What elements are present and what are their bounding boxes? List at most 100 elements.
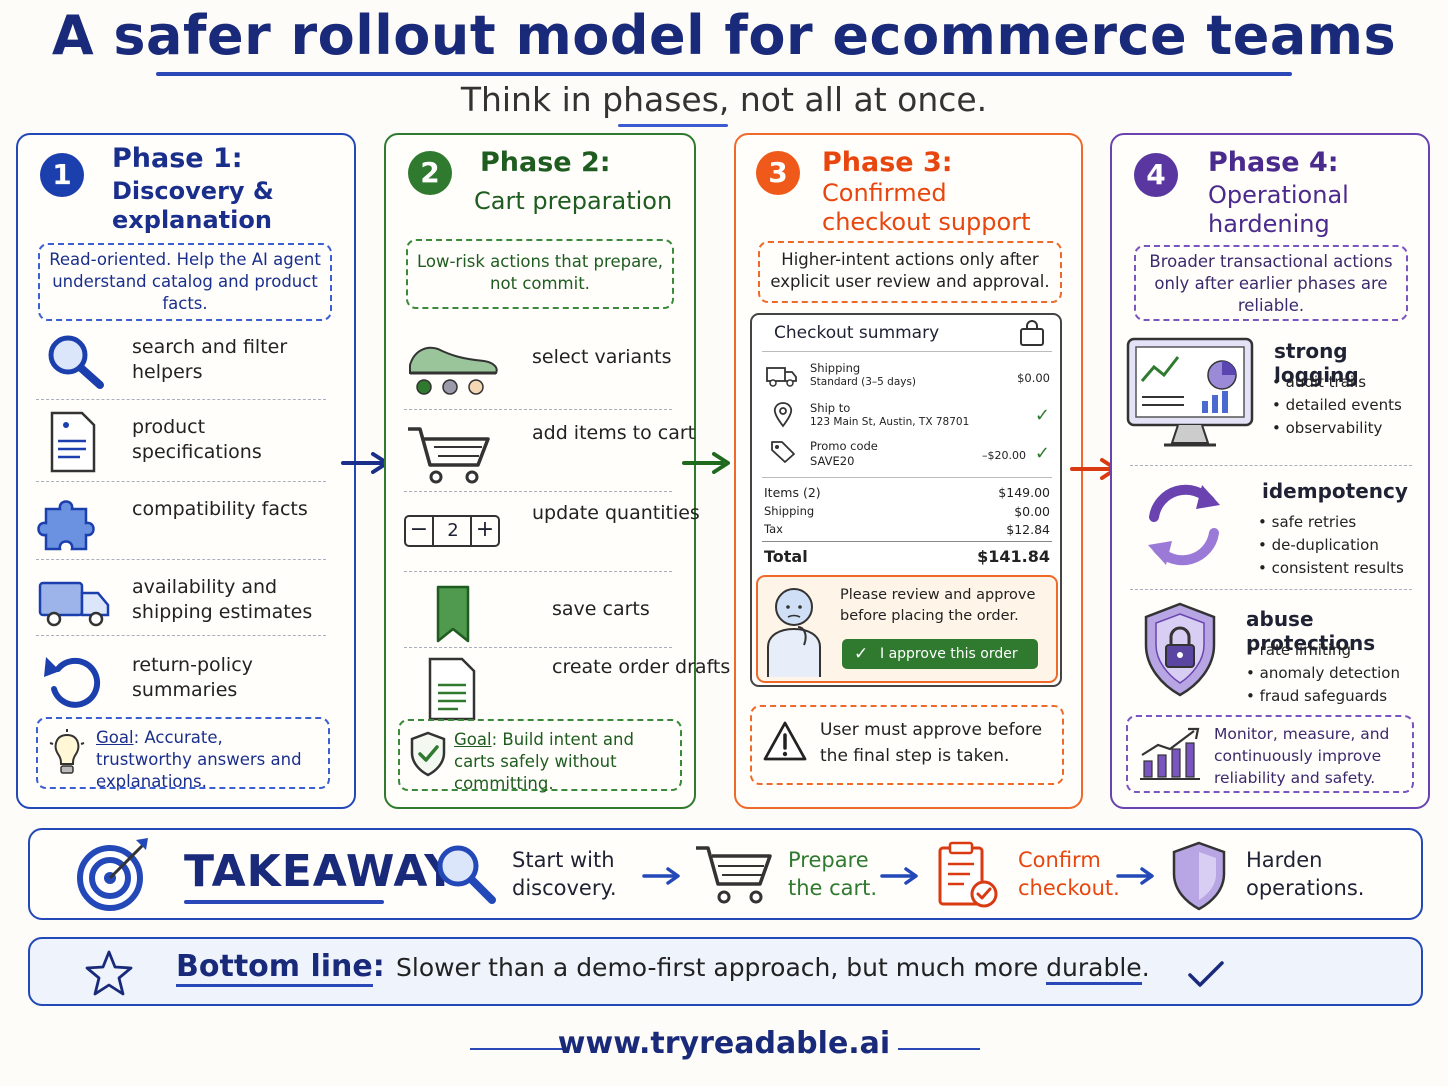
bottom-line-banner: Bottom line: Slower than a demo-first ap… xyxy=(28,937,1423,1006)
location-pin-icon xyxy=(773,402,793,428)
tax-row: Tax $12.84 xyxy=(764,522,1050,537)
item-label: availability and shipping estimates xyxy=(132,576,313,623)
growth-chart-icon xyxy=(1140,727,1200,780)
arrow-right-icon xyxy=(341,452,389,474)
divider xyxy=(762,541,1052,542)
shopping-bag-icon xyxy=(1020,320,1044,346)
bullet-item: observability xyxy=(1272,417,1402,440)
bottom-line-text-before: Slower than a demo-first approach, but m… xyxy=(396,953,1039,982)
goal-label: Goal xyxy=(454,730,492,749)
phase-2-item: add items to cart xyxy=(404,415,709,495)
phase-3-panel: 3 Phase 3: Confirmed checkout support Hi… xyxy=(734,133,1083,809)
shipping-total-amount: $0.00 xyxy=(1014,504,1050,519)
ship-to-address: 123 Main St, Austin, TX 78701 xyxy=(810,416,970,428)
total-amount: $141.84 xyxy=(977,547,1050,566)
items-label: Items (2) xyxy=(764,485,821,500)
section-bullets: audit trails detailed events observabili… xyxy=(1272,371,1402,440)
phase-2-goal: Goal: Build intent and carts safely with… xyxy=(398,719,682,793)
bullet-item: fraud safeguards xyxy=(1246,685,1400,708)
quantity-value: 2 xyxy=(447,520,459,541)
phase-1-item: return-policy summaries xyxy=(36,639,341,719)
approval-panel: Please review and approve before placing… xyxy=(756,575,1058,683)
lightbulb-icon xyxy=(49,729,85,774)
divider xyxy=(36,559,326,560)
arrow-right-icon xyxy=(642,867,680,885)
phase-2-description: Low-risk actions that prepare, not commi… xyxy=(406,239,674,309)
phase-3-subtitle: Confirmed checkout support xyxy=(822,179,1031,236)
item-label: compatibility facts xyxy=(132,498,308,520)
takeaway-label: TAKEAWAY xyxy=(184,846,458,897)
promo-label: Promo code xyxy=(810,439,878,453)
bottom-line-colon: : xyxy=(372,949,385,984)
clipboard-check-icon xyxy=(938,841,998,908)
phase-1-item: compatibility facts xyxy=(36,483,341,563)
phase-2-subtitle: Cart preparation xyxy=(474,187,673,215)
checkout-summary-card: Checkout summary Shipping Standard (3–5 … xyxy=(750,313,1062,687)
phase-1-item: search and filter helpers xyxy=(36,321,341,401)
goal-text: : Build intent and carts safely without … xyxy=(454,730,634,793)
items-row: Items (2) $149.00 xyxy=(764,485,1050,500)
approve-order-button[interactable]: ✓ I approve this order xyxy=(842,639,1038,669)
title-underline xyxy=(156,72,1292,76)
shield-check-icon xyxy=(410,731,446,777)
arrow-right-icon xyxy=(880,867,918,885)
phase-2-item: select variants xyxy=(404,323,709,403)
item-label: return-policy summaries xyxy=(132,654,253,701)
item-label: search and filter helpers xyxy=(132,336,288,383)
divider xyxy=(36,635,326,636)
divider xyxy=(762,351,1052,352)
cycle-arrows-icon xyxy=(1148,484,1220,566)
divider xyxy=(1130,465,1412,466)
phase-4-title: Phase 4: xyxy=(1208,147,1339,178)
shipping-total-row: Shipping $0.00 xyxy=(764,504,1050,519)
takeaway-banner: TAKEAWAY Start with discovery. Prepare t… xyxy=(28,828,1423,920)
phase-2-badge: 2 xyxy=(408,151,452,195)
bullet-item: rate limiting xyxy=(1246,639,1400,662)
phase-2-item: − 2 + update quantities xyxy=(404,495,709,575)
phase-1-title: Phase 1: xyxy=(112,143,243,174)
return-arrow-icon xyxy=(44,657,101,708)
warning-triangle-icon xyxy=(763,721,807,761)
person-thinking-icon xyxy=(767,588,821,677)
target-icon xyxy=(77,838,148,911)
divider xyxy=(1130,589,1412,590)
footer-url[interactable]: www.tryreadable.ai xyxy=(557,1026,891,1061)
bullet-item: detailed events xyxy=(1272,394,1402,417)
divider xyxy=(404,409,672,410)
plus-icon: + xyxy=(470,517,498,545)
bottom-line-label-text: Bottom line xyxy=(176,949,373,987)
bullet-item: audit trails xyxy=(1272,371,1402,394)
shipping-label: Shipping xyxy=(810,361,861,375)
phase-3-title: Phase 3: xyxy=(822,147,953,178)
phase-1-goal: Goal: Accurate, trustworthy answers and … xyxy=(36,717,330,791)
shipping-detail: Standard (3–5 days) xyxy=(810,376,917,388)
phase-2-panel: 2 Phase 2: Cart preparation Low-risk act… xyxy=(384,133,730,809)
divider xyxy=(404,647,672,648)
magnifier-icon xyxy=(437,845,496,904)
magnifier-icon xyxy=(48,335,104,389)
subtitle-emphasis-underline xyxy=(618,124,728,127)
checkmark-icon xyxy=(1188,961,1224,987)
divider xyxy=(762,477,1052,478)
promo-amount: –$20.00 xyxy=(982,449,1026,462)
phase-4-badge: 4 xyxy=(1134,153,1178,197)
promo-code-row: Promo code SAVE20 –$20.00 ✓ xyxy=(764,439,1050,473)
phase-2-item: save carts xyxy=(404,575,709,655)
total-label: Total xyxy=(764,547,808,566)
phase-1-badge: 1 xyxy=(40,153,84,197)
goal-text: : Accurate, trustworthy answers and expl… xyxy=(96,728,302,791)
promo-code-value: SAVE20 xyxy=(810,454,855,468)
phase-2-title: Phase 2: xyxy=(480,147,611,178)
takeaway-underline xyxy=(184,900,384,904)
bottom-line-text: Slower than a demo-first approach, but m… xyxy=(396,953,1150,985)
goal-label: Goal xyxy=(96,728,134,747)
items-amount: $149.00 xyxy=(998,485,1050,500)
cart-icon xyxy=(408,427,490,484)
spec-sheet-icon xyxy=(50,411,96,473)
ship-to-label: Ship to xyxy=(810,401,851,415)
phase-1-subtitle: Discovery & explanation xyxy=(112,177,274,234)
section-heading: idempotency xyxy=(1262,479,1408,503)
page-title: A safer rollout model for ecommerce team… xyxy=(51,4,1397,67)
cart-icon xyxy=(696,846,772,904)
truck-icon xyxy=(38,581,110,627)
